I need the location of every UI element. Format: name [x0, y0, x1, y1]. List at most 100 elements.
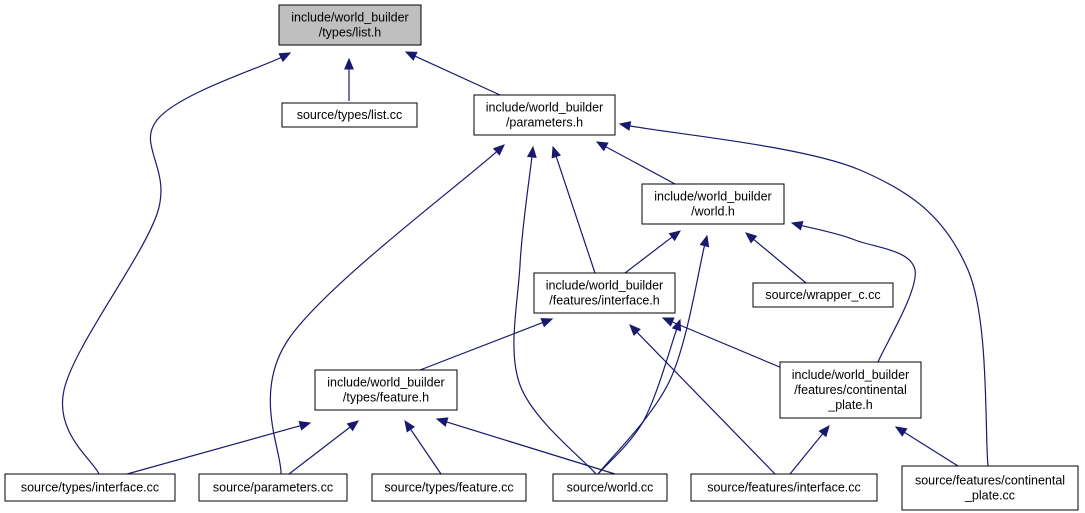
node-features-interface-cc[interactable]: source/features/interface.cc — [690, 473, 878, 502]
edge-line — [789, 433, 824, 475]
arrowhead-icon — [346, 420, 360, 432]
edge-continental-plate-cc-to-parameters-h — [618, 121, 989, 467]
edge-continental-plate-cc-to-continental-plate-h — [894, 426, 959, 467]
node-features-interface-h[interactable]: include/world_builder/features/interface… — [533, 272, 676, 314]
edge-features-interface-h-to-parameters-h — [551, 145, 596, 274]
node-feature-cc[interactable]: source/types/feature.cc — [371, 473, 527, 502]
arrowhead-icon — [699, 234, 710, 248]
arrowhead-icon — [661, 317, 675, 327]
arrowhead-icon — [344, 57, 354, 70]
arrowhead-icon — [298, 421, 312, 431]
node-box — [779, 361, 922, 419]
node-box — [371, 473, 527, 502]
node-label-line: source/world.cc — [567, 481, 654, 495]
edge-features-interface-cc-to-features-interface-h — [629, 324, 776, 475]
node-label-line: /types/list.h — [319, 26, 382, 40]
edge-line — [126, 425, 301, 475]
node-world-cc[interactable]: source/world.cc — [552, 473, 668, 502]
nodes-layer: include/world_builder/types/list.hsource… — [4, 4, 1079, 511]
node-continental-plate-h[interactable]: include/world_builder/features/continent… — [779, 361, 922, 419]
edge-continental-plate-h-to-features-interface-h — [661, 317, 783, 369]
node-label-line: include/world_builder — [546, 279, 663, 293]
edge-line — [597, 245, 706, 475]
edge-line — [269, 151, 497, 475]
node-label-line: include/world_builder — [792, 368, 909, 382]
arrowhead-icon — [629, 324, 641, 336]
edge-world-cc-to-feature-h — [435, 417, 616, 475]
edge-line — [513, 156, 597, 475]
edge-types-interface-cc-to-feature-h — [126, 421, 312, 475]
node-list-cc[interactable]: source/types/list.cc — [281, 102, 418, 128]
arrowhead-icon — [551, 145, 562, 159]
edge-line — [801, 225, 916, 363]
node-label-line: source/types/feature.cc — [384, 481, 513, 495]
edge-feature-h-to-features-interface-h — [419, 318, 554, 371]
node-label-line: include/world_builder — [291, 11, 408, 25]
edge-features-interface-cc-to-continental-plate-h — [789, 424, 830, 475]
node-label-line: include/world_builder — [654, 190, 771, 204]
node-box — [314, 369, 458, 411]
edge-line — [597, 329, 678, 475]
edge-line — [636, 331, 776, 475]
edge-wrapper-c-to-world-h — [745, 232, 807, 284]
edge-types-interface-cc-to-list-h — [61, 52, 292, 475]
arrowhead-icon — [540, 318, 554, 328]
arrowhead-icon — [818, 424, 830, 438]
node-box — [752, 282, 894, 308]
arrowhead-icon — [790, 220, 804, 231]
edge-line — [555, 156, 596, 274]
edge-feature-cc-to-feature-h — [404, 419, 442, 475]
node-label-line: /world.h — [691, 205, 735, 219]
node-world-h[interactable]: include/world_builder/world.h — [641, 183, 785, 225]
edge-line — [419, 322, 543, 371]
edge-line — [624, 236, 673, 274]
arrowhead-icon — [404, 419, 415, 433]
node-types-interface-cc[interactable]: source/types/interface.cc — [4, 473, 176, 502]
node-continental-plate-cc[interactable]: source/features/continental_plate.cc — [901, 465, 1079, 511]
arrowhead-icon — [595, 141, 609, 152]
node-label-line: source/wrapper_c.cc — [765, 288, 880, 302]
arrowhead-icon — [492, 144, 505, 156]
arrowhead-icon — [745, 232, 758, 244]
edge-features-interface-h-to-world-h — [624, 230, 682, 274]
edge-line — [753, 238, 807, 284]
node-label-line: source/features/interface.cc — [707, 481, 861, 495]
node-label-line: /parameters.h — [506, 116, 583, 130]
node-label-line: include/world_builder — [486, 101, 603, 115]
arrowhead-icon — [435, 417, 449, 427]
arrowhead-icon — [404, 51, 418, 61]
node-box — [533, 272, 676, 314]
edge-parameters-cc-to-parameters-h — [269, 144, 505, 475]
edge-parameters-cc-to-feature-h — [288, 420, 360, 475]
edge-line — [671, 321, 783, 369]
edge-line — [61, 56, 282, 475]
node-label-line: source/types/interface.cc — [21, 481, 159, 495]
edge-line — [410, 428, 442, 475]
node-label-line: include/world_builder — [327, 376, 444, 390]
node-label-line: source/types/list.cc — [297, 108, 403, 122]
edge-line — [446, 421, 616, 475]
node-list-h[interactable]: include/world_builder/types/list.h — [278, 4, 422, 46]
edge-line — [904, 431, 959, 467]
edge-world-cc-to-parameters-h — [513, 145, 597, 475]
node-label-line: source/parameters.cc — [213, 481, 333, 495]
edge-parameters-h-to-list-h — [404, 51, 501, 96]
node-parameters-h[interactable]: include/world_builder/parameters.h — [473, 94, 616, 136]
node-label-line: source/features/continental — [915, 474, 1065, 488]
node-box — [278, 4, 422, 46]
edge-world-cc-to-world-h — [597, 234, 710, 475]
node-label-line: _plate.cc — [964, 489, 1015, 503]
node-label-line: /features/interface.h — [549, 294, 660, 308]
node-label-line: /types/feature.h — [343, 391, 429, 405]
node-label-line: _plate.h — [827, 398, 873, 412]
node-box — [641, 183, 785, 225]
edges-layer — [61, 51, 989, 475]
arrowhead-icon — [894, 426, 908, 437]
node-feature-h[interactable]: include/world_builder/types/feature.h — [314, 369, 458, 411]
node-box — [281, 102, 418, 128]
node-wrapper-c[interactable]: source/wrapper_c.cc — [752, 282, 894, 308]
node-box — [552, 473, 668, 502]
edge-line — [414, 55, 501, 96]
node-parameters-cc[interactable]: source/parameters.cc — [198, 473, 348, 502]
